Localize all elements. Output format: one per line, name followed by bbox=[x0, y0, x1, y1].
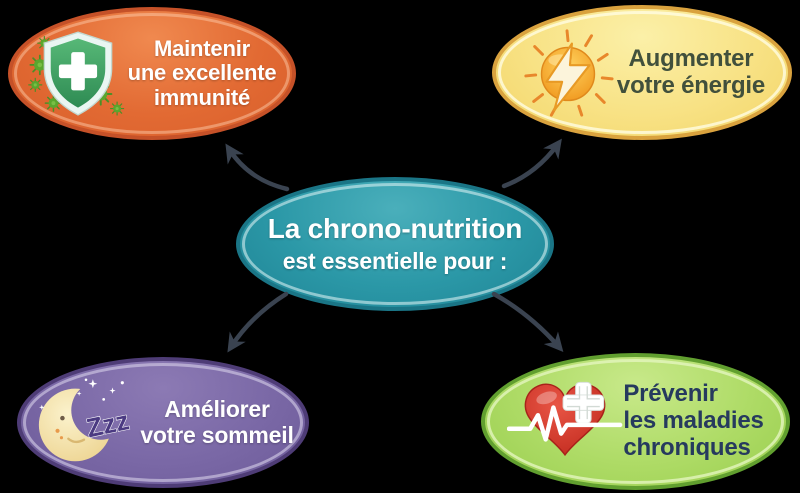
arrow-to-energy bbox=[501, 138, 562, 189]
node-line: Augmenter bbox=[628, 44, 754, 72]
arrow-to-immunity bbox=[225, 143, 290, 192]
node-line: chroniques bbox=[623, 433, 751, 461]
arrow-to-sleep bbox=[227, 291, 289, 353]
center-subtitle: est essentielle pour : bbox=[282, 247, 508, 274]
node-line: Maintenir bbox=[153, 35, 250, 61]
shield-virus-icon bbox=[27, 24, 128, 124]
node-energy: Augmenter votre énergie bbox=[492, 5, 792, 140]
node-line: votre sommeil bbox=[140, 421, 294, 448]
node-chronic-diseases: Prévenir les maladies chroniques bbox=[481, 353, 790, 490]
center-title: La chrono-nutrition bbox=[267, 213, 523, 245]
node-immunity: Maintenir une excellente immunité bbox=[8, 7, 296, 140]
node-sleep: Zzz Améliorer votre sommeil bbox=[17, 357, 309, 488]
crescent-moon-icon: Zzz bbox=[32, 373, 140, 473]
node-line: les maladies bbox=[623, 407, 764, 435]
node-line: Améliorer bbox=[164, 395, 270, 422]
node-line: une excellente bbox=[127, 60, 277, 86]
node-line: Prévenir bbox=[623, 380, 718, 408]
node-line: votre énergie bbox=[616, 71, 766, 99]
heart-ekg-icon bbox=[507, 373, 623, 471]
node-line: immunité bbox=[153, 84, 251, 110]
node-center-topic: La chrono-nutrition est essentielle pour… bbox=[236, 177, 554, 311]
arrow-to-chronic bbox=[491, 291, 564, 352]
lightning-bolt-icon bbox=[519, 23, 617, 123]
